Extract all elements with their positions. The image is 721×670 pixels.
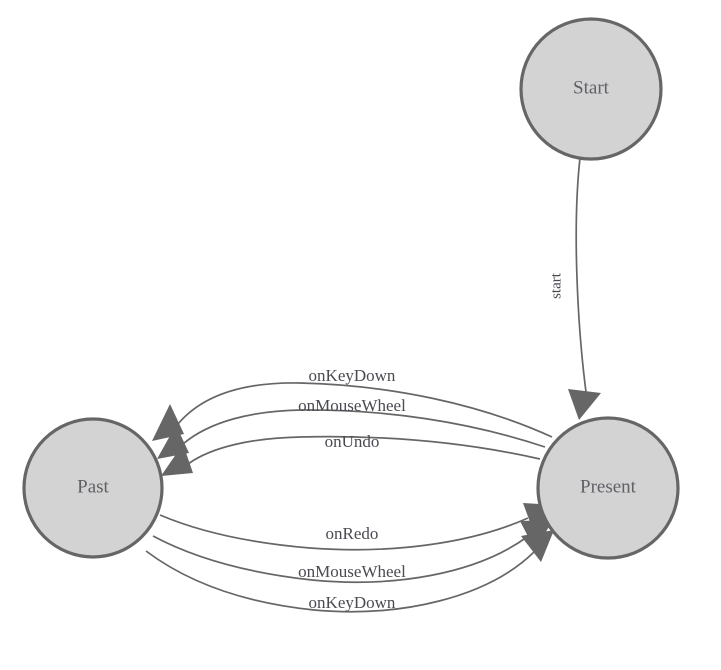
edge-label-start: start <box>548 272 564 299</box>
edge-label-onundo: onUndo <box>325 432 380 451</box>
edge-past-to-present-onredo-path <box>159 514 529 551</box>
edge-present-to-past-onmousewheel-path <box>182 409 546 448</box>
edge-past-to-present-onmousewheel-path <box>152 535 528 584</box>
node-present-label: Present <box>580 476 637 497</box>
node-past-label: Past <box>77 476 109 497</box>
node-start[interactable]: Start <box>519 17 663 161</box>
edge-present-to-past-onkeydown-path <box>177 382 553 438</box>
edge-label-onmousewheel-bottom: onMouseWheel <box>298 562 406 581</box>
edge-label-onkeydown-bottom: onKeyDown <box>309 593 396 612</box>
edge-past-to-present-onredo[interactable]: onRedo <box>159 503 556 551</box>
edge-label-onredo: onRedo <box>326 524 379 543</box>
edge-present-to-past-onundo-path <box>187 435 541 465</box>
edge-past-to-present-onkeydown-path <box>145 550 535 613</box>
node-past-circle <box>22 417 164 559</box>
edge-label-onmousewheel-top: onMouseWheel <box>298 396 406 415</box>
node-start-circle <box>519 17 663 161</box>
edge-past-to-present-onkeydown[interactable]: onKeyDown <box>145 530 554 613</box>
arrowhead-start-to-present <box>568 389 601 420</box>
edge-start-to-present[interactable]: start <box>548 157 601 420</box>
node-present[interactable]: Present <box>536 416 680 560</box>
edge-present-to-past-onundo[interactable]: onUndo <box>161 432 541 476</box>
arrowhead-present-to-past-onundo <box>161 444 193 476</box>
edge-start-to-present-path <box>575 157 587 393</box>
arrowhead-past-to-present-onkeydown <box>521 530 554 562</box>
node-past[interactable]: Past <box>22 417 164 559</box>
node-start-label: Start <box>573 77 610 98</box>
edge-label-onkeydown-top: onKeyDown <box>309 366 396 385</box>
node-present-circle <box>536 416 680 560</box>
